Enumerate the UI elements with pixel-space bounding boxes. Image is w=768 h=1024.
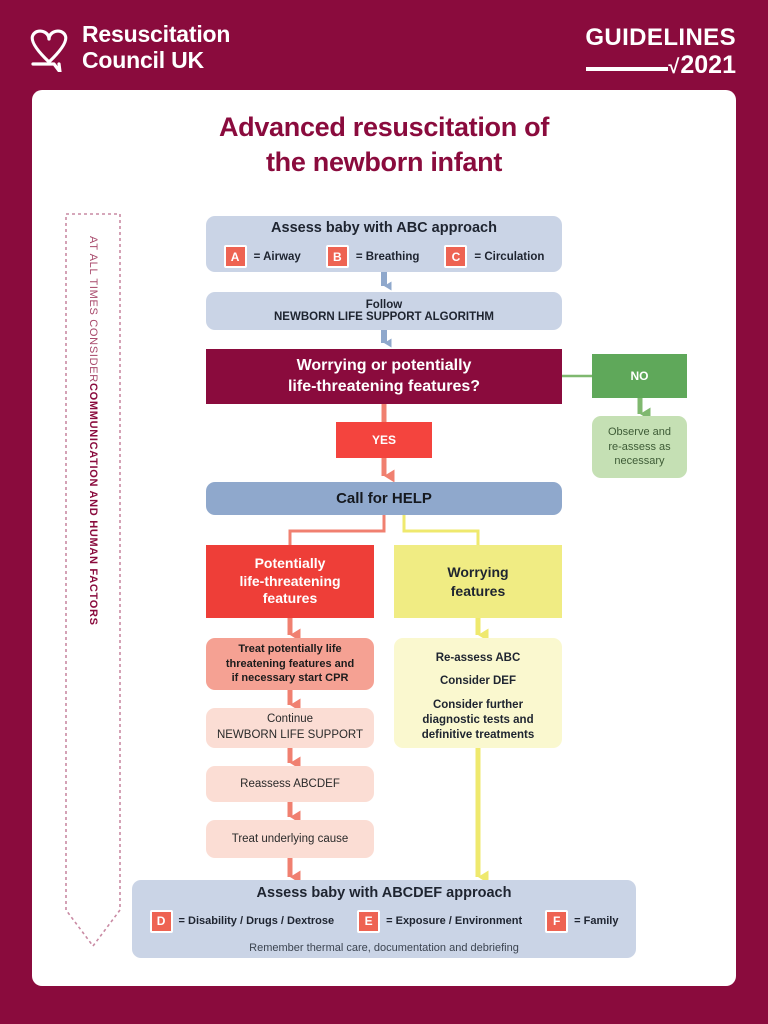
observe-line-2: re-assess as (608, 440, 671, 453)
right-step-line-5: definitive treatments (421, 728, 535, 741)
node-follow-nls[interactable]: Follow NEWBORN LIFE SUPPORT ALGORITHM (206, 292, 562, 330)
guidelines-badge: GUIDELINES √ 2021 (585, 26, 736, 78)
chip-c: C (444, 245, 468, 268)
node-assess-abc[interactable]: Assess baby with ABC approach A = Airway… (206, 216, 562, 272)
chip-a: A (223, 245, 247, 268)
call-for-help-label: Call for HELP (336, 490, 432, 507)
left-step-1-line-1: NEWBORN LIFE SUPPORT (216, 729, 364, 741)
heart-speech-bubble-icon (30, 29, 68, 72)
left-step-0-line-2: if necessary start CPR (231, 672, 349, 685)
node-assess-abcdef[interactable]: Assess baby with ABCDEF approach D = Dis… (132, 880, 636, 958)
page-title-line-2: the newborn infant (265, 146, 503, 177)
follow-nls-line-1: Follow (365, 299, 403, 311)
node-call-for-help[interactable]: Call for HELP (206, 482, 562, 515)
right-step-line-4: diagnostic tests and (422, 713, 534, 726)
observe-line-1: Observe and (608, 425, 671, 438)
chip-f: F (545, 909, 569, 933)
chip-e: E (357, 909, 381, 933)
page-title: Advanced resuscitation of the newborn in… (32, 110, 736, 179)
chip-b-meaning: = Breathing (355, 250, 420, 263)
branch-right-line-2: features (450, 582, 506, 599)
org-name-line-2: Council UK (82, 46, 204, 73)
abcdef-legend-row: D = Disability / Drugs / Dextrose E = Ex… (149, 909, 619, 933)
branch-right-line-1: Worrying (447, 564, 509, 581)
chip-d-meaning: = Disability / Drugs / Dextrose (178, 915, 335, 927)
chip-d: D (149, 909, 173, 933)
poster-canvas: Advanced resuscitation of the newborn in… (32, 90, 736, 986)
guidelines-label: GUIDELINES (585, 24, 736, 51)
branch-left-line-2: life-threatening (239, 572, 341, 589)
node-no-branch[interactable]: NO (592, 354, 687, 398)
right-step-line-2: Consider DEF (439, 675, 517, 687)
assess-abcdef-title: Assess baby with ABCDEF approach (256, 884, 512, 901)
org-name-line-1: Resuscitation (82, 21, 231, 47)
guidelines-year: 2021 (680, 51, 736, 79)
left-step-0-line-1: threatening features and (225, 657, 355, 670)
chip-c-meaning: = Circulation (474, 250, 545, 263)
node-treat-underlying-cause[interactable]: Treat underlying cause (206, 820, 374, 858)
assess-abcdef-footnote: Remember thermal care, documentation and… (249, 941, 519, 954)
assess-abc-title: Assess baby with ABC approach (271, 220, 497, 236)
decision-line-2: life-threatening features? (287, 377, 481, 395)
dashed-arrow-shape (65, 213, 121, 948)
guidelines-rule (586, 67, 669, 71)
chip-f-meaning: = Family (574, 915, 619, 927)
node-reassess-consider[interactable]: Re-assess ABC Consider DEF Consider furt… (394, 638, 562, 748)
node-reassess-abcdef[interactable]: Reassess ABCDEF (206, 766, 374, 802)
follow-nls-line-2: NEWBORN LIFE SUPPORT ALGORITHM (274, 311, 494, 323)
page-title-line-1: Advanced resuscitation of (218, 112, 550, 142)
left-step-3-line-0: Treat underlying cause (231, 833, 349, 845)
node-continue-nls[interactable]: Continue NEWBORN LIFE SUPPORT (206, 708, 374, 748)
chip-e-meaning: = Exposure / Environment (386, 915, 523, 927)
abc-legend-row: A = Airway B = Breathing C = Circulation (223, 245, 545, 268)
no-label: NO (630, 369, 649, 383)
organisation-logo: Resuscitation Council UK (28, 21, 231, 74)
observe-line-3: necessary (614, 455, 665, 468)
left-step-0-line-0: Treat potentially life (238, 642, 342, 655)
yes-label: YES (371, 433, 396, 447)
node-potentially-life-threatening[interactable]: Potentially life-threatening features (206, 545, 374, 618)
human-factors-text: AT ALL TIMES CONSIDER COMMUNICATION AND … (62, 210, 124, 950)
chip-a-meaning: = Airway (253, 250, 301, 263)
node-decision-worrying-features[interactable]: Worrying or potentially life-threatening… (206, 349, 562, 404)
left-step-2-line-0: Reassess ABCDEF (240, 778, 340, 790)
node-observe-reassess[interactable]: Observe and re-assess as necessary (592, 416, 687, 478)
human-factors-banner: AT ALL TIMES CONSIDER COMMUNICATION AND … (62, 210, 124, 950)
human-factors-text-light: AT ALL TIMES CONSIDER (87, 236, 99, 383)
right-step-line-1: Re-assess ABC (435, 652, 521, 664)
branch-left-line-3: features (262, 590, 318, 607)
node-worrying-features[interactable]: Worrying features (394, 545, 562, 618)
node-yes-branch[interactable]: YES (336, 422, 432, 458)
brand-header: Resuscitation Council UK GUIDELINES √ 20… (0, 0, 768, 90)
human-factors-text-bold: COMMUNICATION AND HUMAN FACTORS (87, 382, 99, 626)
branch-left-line-1: Potentially (254, 554, 326, 571)
chip-b: B (325, 245, 349, 268)
left-step-1-line-0: Continue (266, 713, 314, 726)
right-step-line-3: Consider further (432, 699, 524, 711)
checkmark-icon: √ (668, 56, 680, 78)
organisation-name: Resuscitation Council UK (82, 21, 231, 74)
decision-line-1: Worrying or potentially (296, 356, 472, 374)
node-treat-life-threatening[interactable]: Treat potentially life threatening featu… (206, 638, 374, 690)
